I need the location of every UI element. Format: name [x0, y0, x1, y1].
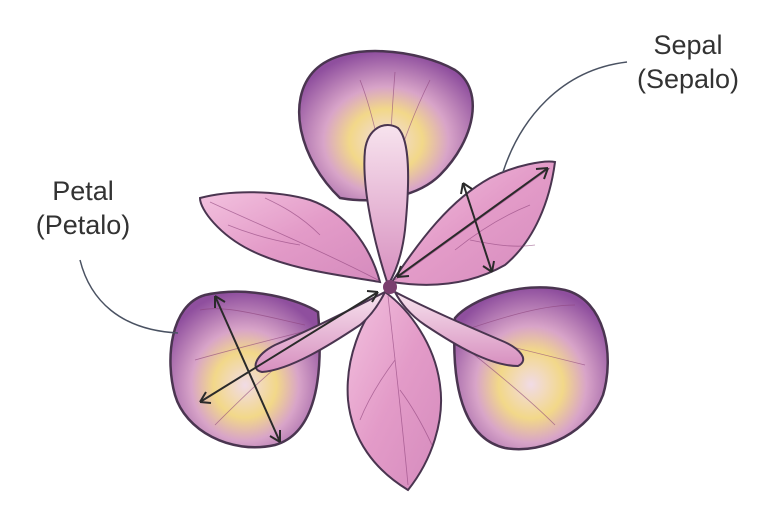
petal-bottom [346, 290, 442, 492]
petal-width-arrow [214, 295, 281, 443]
petal-label-line1: Petal [52, 176, 114, 206]
sepal-length-arrow [396, 167, 549, 278]
sepal-label: Sepal (Sepalo) [618, 28, 758, 96]
petal-length-arrow [199, 290, 379, 404]
petal-label-line2: (Petalo) [35, 210, 131, 240]
sepal-label-line1: Sepal [653, 30, 723, 60]
style-branches [254, 123, 525, 374]
petal-left [198, 191, 382, 284]
sepal-bottom-left [169, 290, 321, 449]
petal-label: Petal (Petalo) [18, 174, 148, 242]
sepal-label-line2: (Sepalo) [636, 64, 740, 94]
sepal-bottom-right [453, 286, 609, 451]
flower-center [383, 280, 397, 294]
sepal-width-arrow [460, 182, 495, 273]
sepal-leader-line [502, 61, 628, 173]
petal-leader-line [79, 259, 179, 334]
